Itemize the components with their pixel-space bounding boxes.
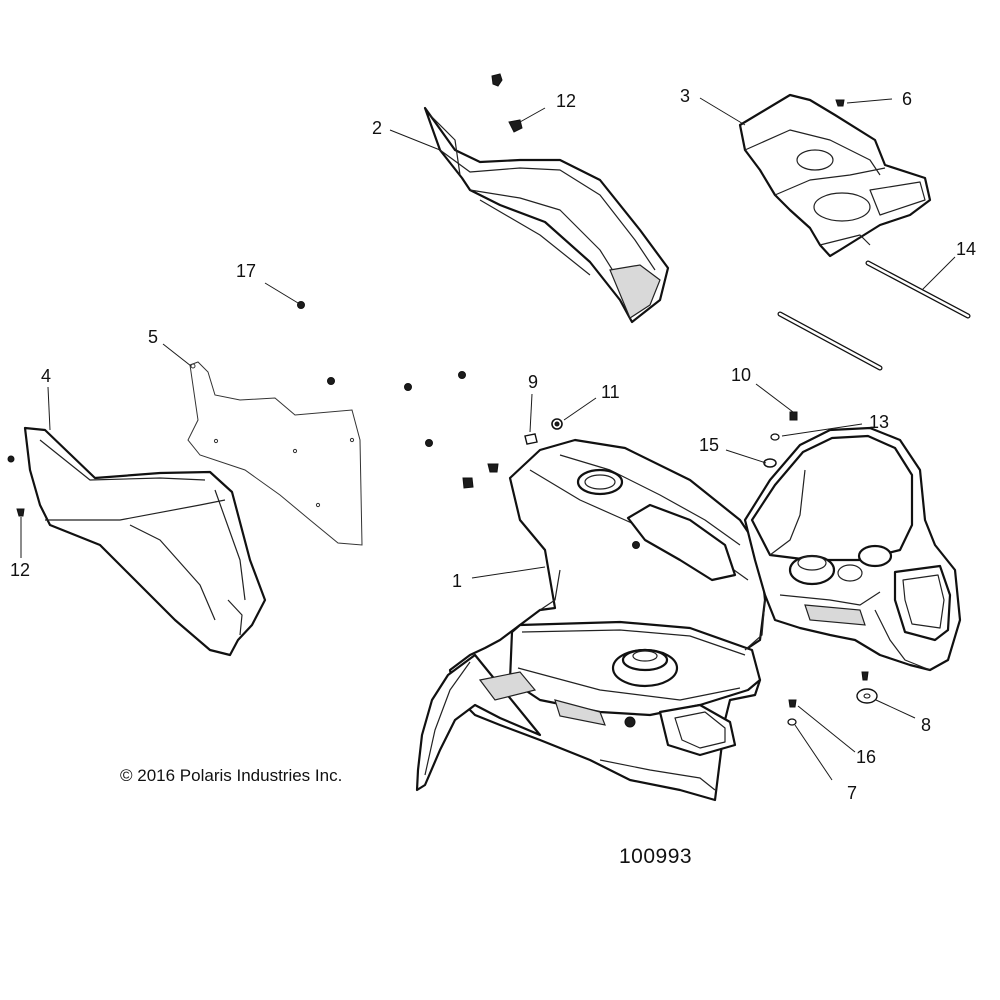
callout-12-top: 12 [556, 91, 576, 111]
callout-17: 17 [236, 261, 256, 281]
callout-3: 3 [680, 86, 690, 106]
callout-11: 11 [601, 382, 620, 402]
callout-6: 6 [902, 89, 912, 109]
callout-13: 13 [869, 412, 889, 432]
rear-body-section [743, 426, 962, 672]
callout-8: 8 [921, 715, 931, 735]
part-5-plate [187, 361, 363, 546]
fasteners [7, 73, 878, 726]
callout-10: 10 [731, 365, 751, 385]
callout-12-left: 12 [10, 560, 30, 580]
copyright-notice: © 2016 Polaris Industries Inc. [120, 766, 343, 785]
callout-4: 4 [41, 366, 51, 386]
callout-5: 5 [148, 327, 158, 347]
callout-14: 14 [956, 239, 976, 259]
callout-labels: 1 2 3 4 5 6 7 8 9 10 11 12 12 13 14 15 1… [10, 86, 976, 803]
callout-9: 9 [528, 372, 538, 392]
callout-15: 15 [699, 435, 719, 455]
callout-2: 2 [372, 118, 382, 138]
callout-16: 16 [856, 747, 876, 767]
part-4-left-panel [23, 426, 267, 657]
callout-7: 7 [847, 783, 857, 803]
drawing-number: 100993 [619, 845, 693, 868]
part-14-rods [777, 260, 971, 371]
leader-lines [20, 97, 956, 781]
part-1-main-body [415, 438, 767, 802]
callout-1: 1 [452, 571, 462, 591]
part-2-side-panel [423, 106, 670, 324]
part-3-rear-bracket [738, 93, 932, 258]
